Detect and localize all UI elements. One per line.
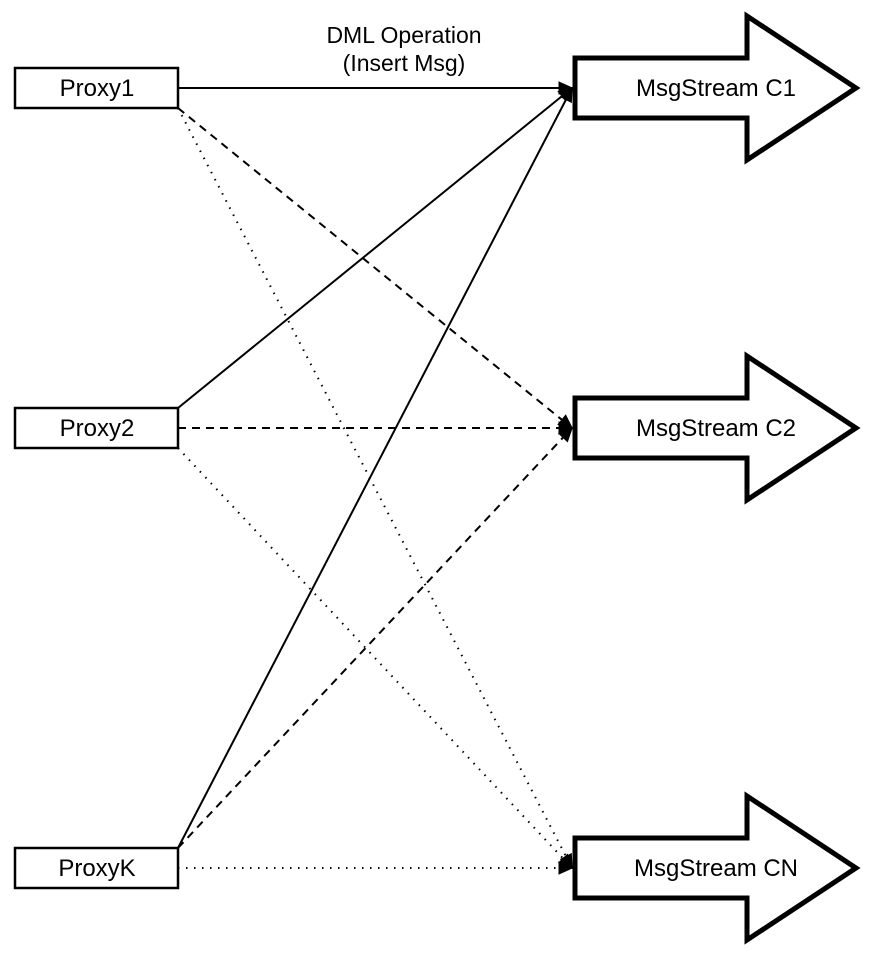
annotation-line2: (Insert Msg) [343, 50, 466, 76]
proxy2-box [13, 406, 180, 450]
connection-lines [177, 81, 574, 875]
proxy2-node: Proxy2 [13, 406, 180, 450]
connection-proxy1-c2 [177, 107, 574, 429]
msgstream-cn-node: MsgStream CN [572, 791, 861, 945]
proxy2-label: Proxy2 [60, 415, 135, 442]
proxy1-node: Proxy1 [13, 66, 180, 110]
proxy1-label: Proxy1 [60, 75, 135, 102]
proxyk-label: ProxyK [58, 855, 135, 882]
proxy1-box [13, 66, 180, 110]
msgstream-c2-arrow-shape [572, 351, 861, 505]
connection-proxyk-c2 [177, 426, 574, 849]
msgstream-cn-arrow-shape [572, 791, 861, 945]
proxyk-box [13, 846, 180, 890]
msgstream-cn-label: MsgStream CN [634, 855, 798, 882]
msgstream-c1-label: MsgStream C1 [636, 75, 796, 102]
proxyk-node: ProxyK [13, 846, 180, 890]
annotation: DML Operation (Insert Msg) [326, 22, 481, 76]
msgstream-c1-arrow-shape [572, 11, 861, 165]
msgstream-c2-label: MsgStream C2 [636, 415, 796, 442]
connection-proxy1-cn [177, 107, 573, 870]
msgstream-c2-node: MsgStream C2 [572, 351, 861, 505]
msgstream-c1-node: MsgStream C1 [572, 11, 861, 165]
connection-proxyk-c1 [177, 86, 573, 849]
connection-proxy2-cn [177, 447, 574, 870]
annotation-line1: DML Operation [326, 22, 481, 48]
connection-proxy2-c1 [177, 87, 574, 409]
